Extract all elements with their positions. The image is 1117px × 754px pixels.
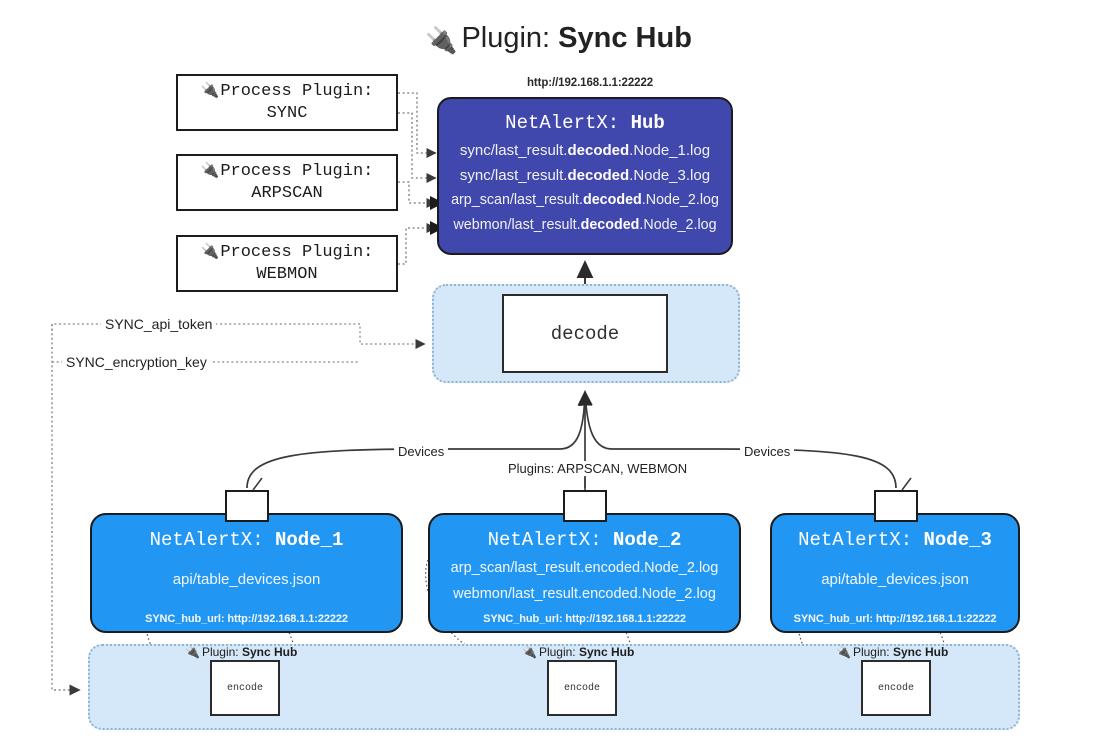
hub-title: NetAlertX: Hub bbox=[439, 108, 731, 138]
node-title: NetAlertX: Node_2 bbox=[430, 525, 739, 555]
encode-label-name: Sync Hub bbox=[241, 645, 298, 659]
sync-api-token-label: SYNC_api_token bbox=[101, 316, 217, 332]
hub-node[interactable]: NetAlertX: Hub sync/last_result.decoded.… bbox=[437, 97, 733, 255]
node-title: NetAlertX: Node_1 bbox=[92, 525, 401, 555]
process-plugin-name: ARPSCAN bbox=[251, 184, 323, 203]
encode-label-prefix: Plugin: bbox=[538, 645, 579, 659]
node-title-name: Node_3 bbox=[923, 529, 992, 551]
node-title-prefix: NetAlertX: bbox=[798, 529, 924, 551]
encode-plugin-label: 🔌Plugin: Sync Hub bbox=[522, 645, 634, 659]
node-box-node-1[interactable]: NetAlertX: Node_1 api/table_devices.json… bbox=[90, 513, 403, 633]
node-resource-line: arp_scan/last_result.encoded.Node_2.log bbox=[450, 560, 719, 576]
plug-icon: 🔌 bbox=[185, 645, 200, 659]
process-plugin-label: Process Plugin: bbox=[220, 243, 374, 262]
plug-icon: 🔌 bbox=[200, 82, 220, 99]
plug-icon: 🔌 bbox=[425, 25, 458, 55]
page-title: 🔌Plugin: Sync Hub bbox=[0, 18, 1117, 60]
encode-label-name: Sync Hub bbox=[578, 645, 635, 659]
decode-box[interactable]: decode bbox=[502, 294, 668, 373]
encode-plugin-label: 🔌Plugin: Sync Hub bbox=[185, 645, 297, 659]
edge-label-plugins: Plugins: ARPSCAN, WEBMON bbox=[504, 461, 692, 476]
log-pre: webmon/last_result. bbox=[453, 217, 581, 233]
hub-log-line: sync/last_result.decoded.Node_3.log bbox=[439, 163, 731, 188]
envelope-icon bbox=[874, 490, 918, 522]
encode-label-prefix: Plugin: bbox=[852, 645, 893, 659]
log-pre: sync/last_result. bbox=[459, 167, 568, 184]
node-hub-url-footer: SYNC_hub_url: http://192.168.1.1:22222 bbox=[793, 613, 997, 625]
plug-icon: 🔌 bbox=[200, 243, 220, 260]
encode-plugin-label: 🔌Plugin: Sync Hub bbox=[836, 645, 948, 659]
title-name: Sync Hub bbox=[558, 22, 692, 54]
node-title: NetAlertX: Node_3 bbox=[772, 525, 1018, 555]
encode-box[interactable]: encode bbox=[861, 660, 931, 716]
encode-label-prefix: Plugin: bbox=[201, 645, 242, 659]
node-box-node-2[interactable]: NetAlertX: Node_2 arp_scan/last_result.e… bbox=[428, 513, 741, 633]
edge-label-devices-left: Devices bbox=[394, 444, 449, 459]
hub-log-line: webmon/last_result.decoded.Node_2.log bbox=[439, 213, 731, 238]
log-em: decoded bbox=[567, 167, 630, 184]
log-pre: sync/last_result. bbox=[459, 142, 568, 159]
encode-box[interactable]: encode bbox=[547, 660, 617, 716]
plug-icon: 🔌 bbox=[200, 162, 220, 179]
plug-icon: 🔌 bbox=[836, 645, 851, 659]
log-post: .Node_2.log bbox=[641, 192, 719, 208]
process-plugin-label: Process Plugin: bbox=[220, 82, 374, 101]
hub-log-line: arp_scan/last_result.decoded.Node_2.log bbox=[439, 188, 731, 213]
edge-label-devices-right: Devices bbox=[740, 444, 795, 459]
process-plugin-name: WEBMON bbox=[256, 265, 318, 284]
title-prefix: Plugin: bbox=[461, 22, 559, 54]
hub-title-name: Hub bbox=[630, 112, 665, 134]
log-pre: arp_scan/last_result. bbox=[451, 192, 583, 208]
log-post: .Node_1.log bbox=[629, 142, 711, 159]
hub-title-prefix: NetAlertX: bbox=[505, 112, 631, 134]
node-box-node-3[interactable]: NetAlertX: Node_3 api/table_devices.json… bbox=[770, 513, 1020, 633]
node-resource-line: api/table_devices.json bbox=[821, 571, 969, 588]
node-hub-url-footer: SYNC_hub_url: http://192.168.1.1:22222 bbox=[145, 613, 348, 625]
log-post: .Node_3.log bbox=[629, 167, 711, 184]
process-plugin-label: Process Plugin: bbox=[220, 162, 374, 181]
sync-encryption-key-label: SYNC_encryption_key bbox=[62, 354, 211, 370]
log-em: decoded bbox=[583, 192, 642, 208]
envelope-icon bbox=[225, 490, 269, 522]
hub-log-line: sync/last_result.decoded.Node_1.log bbox=[439, 138, 731, 163]
encode-box[interactable]: encode bbox=[210, 660, 280, 716]
node-hub-url-footer: SYNC_hub_url: http://192.168.1.1:22222 bbox=[483, 613, 686, 625]
log-post: .Node_2.log bbox=[639, 217, 717, 233]
envelope-icon bbox=[563, 490, 607, 522]
node-title-prefix: NetAlertX: bbox=[149, 529, 275, 551]
process-plugin-webmon[interactable]: 🔌Process Plugin: WEBMON bbox=[176, 235, 398, 292]
process-plugin-sync[interactable]: 🔌Process Plugin: SYNC bbox=[176, 74, 398, 131]
node-resource-line: api/table_devices.json bbox=[172, 571, 321, 588]
node-title-name: Node_1 bbox=[275, 529, 344, 551]
log-em: decoded bbox=[580, 217, 640, 233]
node-title-name: Node_2 bbox=[613, 529, 682, 551]
process-plugin-name: SYNC bbox=[266, 104, 308, 123]
encode-label-name: Sync Hub bbox=[892, 645, 949, 659]
node-title-prefix: NetAlertX: bbox=[487, 529, 613, 551]
plug-icon: 🔌 bbox=[522, 645, 537, 659]
hub-url-label: http://192.168.1.1:22222 bbox=[526, 77, 654, 89]
process-plugin-arpscan[interactable]: 🔌Process Plugin: ARPSCAN bbox=[176, 154, 398, 211]
node-resource-line: webmon/last_result.encoded.Node_2.log bbox=[453, 586, 716, 602]
log-em: decoded bbox=[567, 142, 630, 159]
